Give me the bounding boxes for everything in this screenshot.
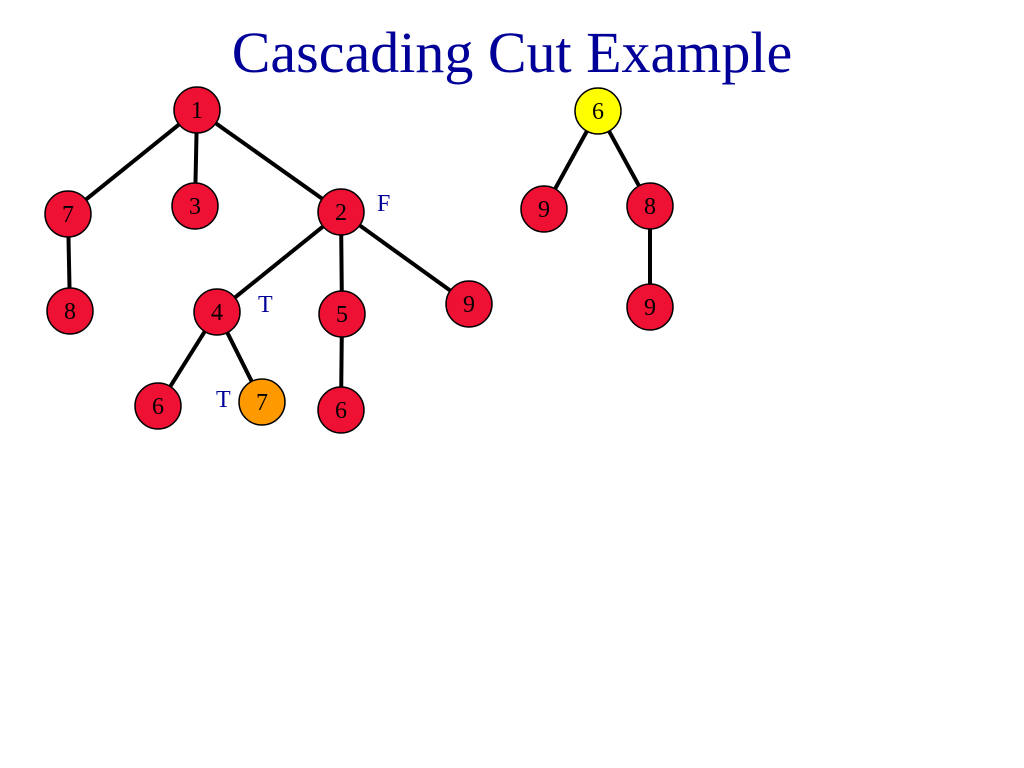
edge-n1-n2: [214, 121, 324, 201]
tree-node-n1: 1: [173, 86, 221, 134]
nodes-layer: 1 7 3 2 8 4 5 9 6 7 6 6 9 8 9: [44, 86, 674, 434]
node-circle: [574, 87, 622, 135]
node-circle: [626, 283, 674, 331]
edge-n6c-n9b: [553, 130, 589, 190]
node-key-label: 4: [211, 300, 223, 326]
edges-layer: [66, 121, 652, 388]
node-circle: [317, 188, 365, 236]
node-key-label: 8: [644, 194, 656, 220]
node-key-label: 3: [189, 194, 201, 220]
node-key-label: 6: [335, 398, 347, 424]
tree-node-n8a: 8: [46, 287, 94, 335]
node-key-label: 9: [644, 295, 656, 321]
node-key-label: 7: [62, 202, 74, 228]
node-key-label: 1: [191, 98, 203, 124]
node-circle: [445, 280, 493, 328]
node-circle: [134, 382, 182, 430]
mark-t-node7: T: [216, 387, 231, 413]
edge-n4-n6a: [168, 330, 207, 388]
tree-node-n6b: 6: [317, 386, 365, 434]
node-key-label: 2: [335, 200, 347, 226]
node-circle: [171, 182, 219, 230]
tree-node-n3: 3: [171, 182, 219, 230]
node-key-label: 8: [64, 299, 76, 325]
mark-f-node2: F: [377, 191, 390, 217]
tree-node-n6a: 6: [134, 382, 182, 430]
slide-title: Cascading Cut Example: [231, 20, 793, 85]
node-circle: [317, 386, 365, 434]
marks-layer: F T T: [216, 191, 390, 413]
node-circle: [520, 185, 568, 233]
tree-node-n9c: 9: [626, 283, 674, 331]
node-key-label: 6: [592, 99, 604, 125]
tree-node-n9b: 9: [520, 185, 568, 233]
edge-n7a-n8a: [66, 236, 72, 289]
edge-n6c-n8b: [607, 130, 641, 187]
node-circle: [44, 190, 92, 238]
edge-n1-n7a: [84, 122, 181, 202]
node-key-label: 7: [256, 390, 268, 416]
edge-n2-n4: [233, 224, 325, 300]
node-circle: [238, 378, 286, 426]
node-circle: [173, 86, 221, 134]
tree-node-n6c: 6: [574, 87, 622, 135]
tree-node-n9a: 9: [445, 280, 493, 328]
tree-node-n7b: 7: [238, 378, 286, 426]
tree-node-n8b: 8: [626, 182, 674, 230]
node-circle: [626, 182, 674, 230]
tree-node-n7a: 7: [44, 190, 92, 238]
node-key-label: 6: [152, 394, 164, 420]
tree-node-n4: 4: [193, 288, 241, 336]
node-key-label: 5: [336, 302, 348, 328]
tree-node-n2: 2: [317, 188, 365, 236]
edge-n5-n6b: [339, 336, 344, 388]
node-key-label: 9: [538, 197, 550, 223]
edge-n2-n5: [339, 234, 344, 292]
node-circle: [46, 287, 94, 335]
node-key-label: 9: [463, 292, 475, 318]
mark-t-node4: T: [258, 292, 273, 318]
node-circle: [318, 290, 366, 338]
node-circle: [193, 288, 241, 336]
edge-n2-n9a: [358, 223, 452, 293]
edge-n4-n7b: [225, 331, 254, 383]
tree-node-n5: 5: [318, 290, 366, 338]
edge-n1-n3: [193, 132, 199, 184]
